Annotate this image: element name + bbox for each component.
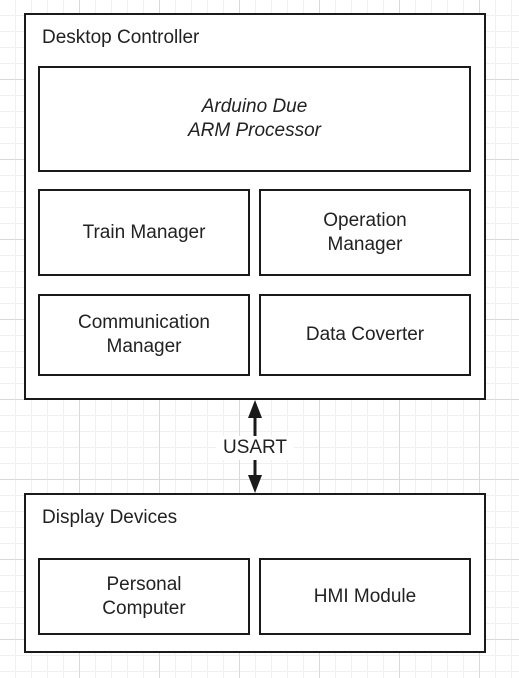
- operation-manager-box: Operation Manager: [259, 189, 471, 276]
- communication-manager-label-line2: Manager: [106, 336, 182, 357]
- hmi-module-box: HMI Module: [259, 558, 471, 635]
- personal-computer-box: Personal Computer: [38, 558, 250, 635]
- processor-box: Arduino Due ARM Processor: [38, 66, 471, 172]
- train-manager-label: Train Manager: [82, 221, 206, 243]
- display-devices-title: Display Devices: [42, 507, 178, 528]
- operation-manager-label-line1: Operation: [323, 209, 407, 231]
- processor-type: ARM Processor: [187, 120, 322, 141]
- usart-label: USART: [216, 436, 294, 460]
- arrow-down-icon: [248, 475, 262, 493]
- personal-computer-label-line2: Computer: [102, 597, 186, 619]
- personal-computer-label-line1: Personal: [106, 573, 182, 595]
- communication-manager-box: Communication Manager: [38, 294, 250, 376]
- hmi-module-label: HMI Module: [313, 585, 417, 607]
- communication-manager-label-line1: Communication: [78, 312, 210, 333]
- processor-name: Arduino Due: [201, 96, 308, 117]
- data-converter-label: Data Coverter: [305, 324, 425, 345]
- operation-manager-label-line2: Manager: [327, 233, 403, 255]
- data-converter-box: Data Coverter: [259, 294, 471, 376]
- desktop-controller-title: Desktop Controller: [42, 27, 200, 48]
- arrow-up-icon: [248, 400, 262, 418]
- train-manager-box: Train Manager: [38, 189, 250, 276]
